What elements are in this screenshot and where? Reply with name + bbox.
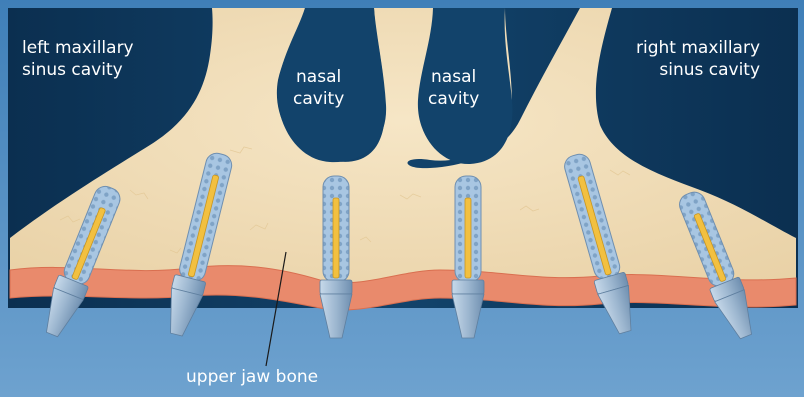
label-nasal-left-line1: nasal (293, 66, 344, 88)
label-nasal-right-line1: nasal (428, 66, 479, 88)
implant-rod (465, 198, 471, 278)
label-upper-jaw-bone: upper jaw bone (186, 366, 318, 388)
label-left-sinus-line2: sinus cavity (22, 59, 134, 81)
label-right-sinus-line2: sinus cavity (636, 59, 760, 81)
label-nasal-left-line2: cavity (293, 88, 344, 110)
implant-collar (452, 280, 484, 294)
label-nasal-cavity-right: nasal cavity (428, 66, 479, 110)
implant-4 (452, 176, 484, 338)
label-left-sinus-line1: left maxillary (22, 37, 134, 59)
label-left-maxillary-sinus: left maxillary sinus cavity (22, 37, 134, 81)
implant-3 (320, 176, 352, 338)
implant-collar (320, 280, 352, 294)
label-nasal-cavity-left: nasal cavity (293, 66, 344, 110)
implant-rod (333, 198, 339, 278)
label-nasal-right-line2: cavity (428, 88, 479, 110)
label-right-sinus-line1: right maxillary (636, 37, 760, 59)
label-right-maxillary-sinus: right maxillary sinus cavity (636, 37, 760, 81)
